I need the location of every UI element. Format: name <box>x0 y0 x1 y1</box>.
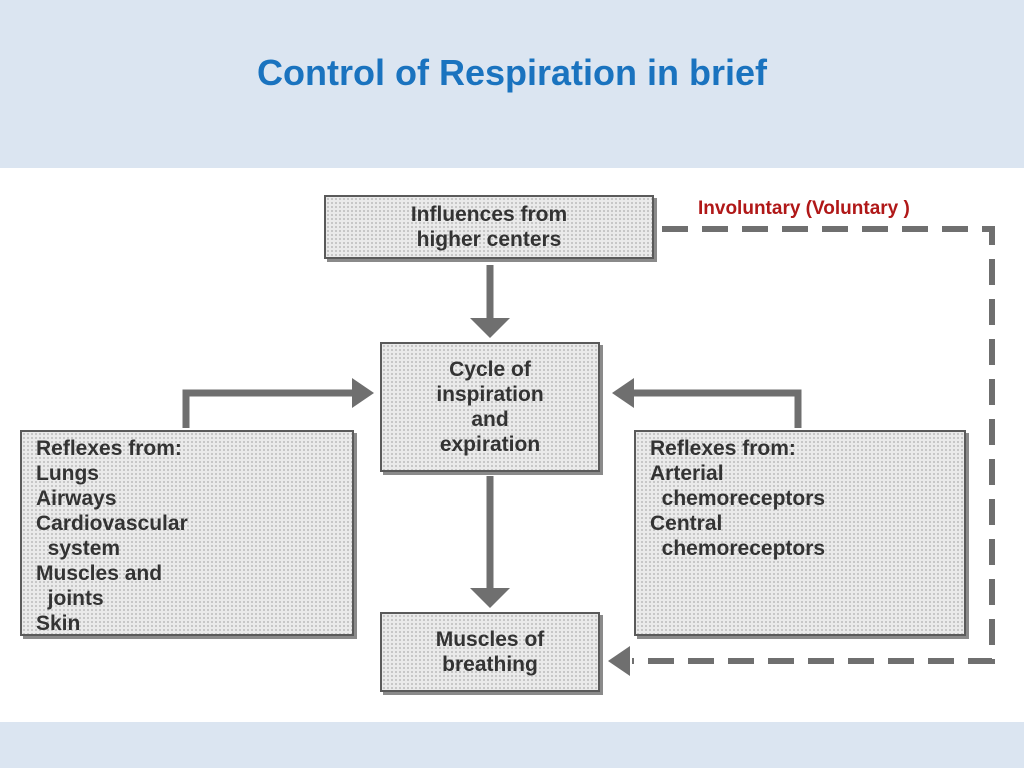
arrow-right-reflexes-to-cycle <box>612 378 802 428</box>
box-line: Central <box>650 512 723 535</box>
box-line: chemoreceptors <box>650 537 826 560</box>
box-line: Lungs <box>36 462 99 485</box>
box-line: higher centers <box>416 228 562 251</box>
box-line: expiration <box>439 433 541 456</box>
box-line: Airways <box>36 487 117 510</box>
box-left-reflexes: Reflexes from: Lungs Airways Cardiovascu… <box>20 430 354 636</box>
box-line: inspiration <box>436 383 544 406</box>
box-muscles-of-breathing: Muscles of breathing <box>380 612 600 692</box>
box-line: Muscles and <box>36 562 163 585</box>
box-line: breathing <box>442 653 538 676</box>
box-line: Cardiovascular <box>36 512 188 535</box>
box-line: chemoreceptors <box>650 487 826 510</box>
box-line: system <box>36 537 121 560</box>
involuntary-voluntary-label: Involuntary (Voluntary ) <box>698 198 910 219</box>
box-line: Reflexes from: <box>36 437 182 460</box>
slide-title: Control of Respiration in brief <box>257 52 767 93</box>
box-right-reflexes: Reflexes from: Arterial chemoreceptors C… <box>634 430 966 636</box>
arrow-left-reflexes-to-cycle <box>182 378 374 428</box>
box-line: and <box>471 408 509 431</box>
box-line: Reflexes from: <box>650 437 796 460</box>
box-higher-centers: Influences from higher centers <box>324 195 654 259</box>
arrow-higher-to-cycle <box>470 265 510 338</box>
box-line: Muscles of <box>435 628 545 651</box>
dashed-voluntary-path <box>608 226 995 676</box>
box-line: Cycle of <box>449 358 531 381</box>
box-cycle: Cycle of inspiration and expiration <box>380 342 600 472</box>
box-line: joints <box>36 587 104 610</box>
arrow-cycle-to-muscles <box>470 476 510 608</box>
box-line: Skin <box>36 612 81 635</box>
box-line: Influences from <box>410 203 568 226</box>
box-line: Arterial <box>650 462 724 485</box>
